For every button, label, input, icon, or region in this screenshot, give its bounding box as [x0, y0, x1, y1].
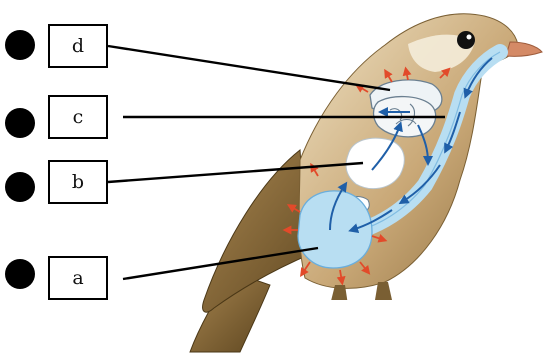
label-box-c: c [48, 95, 108, 139]
label-box-a: a [48, 256, 108, 300]
bullet-dot-b [5, 172, 35, 202]
label-box-d: d [48, 24, 108, 68]
bird-beak [506, 42, 542, 56]
bullet-dot-d [5, 30, 35, 60]
image-notch [268, 300, 378, 353]
bird-eye [457, 31, 475, 49]
bullet-dot-a [5, 259, 35, 289]
bullet-dot-c [5, 108, 35, 138]
leader-line-d [108, 46, 390, 90]
bird-eye-highlight [467, 35, 472, 40]
label-box-b: b [48, 160, 108, 204]
